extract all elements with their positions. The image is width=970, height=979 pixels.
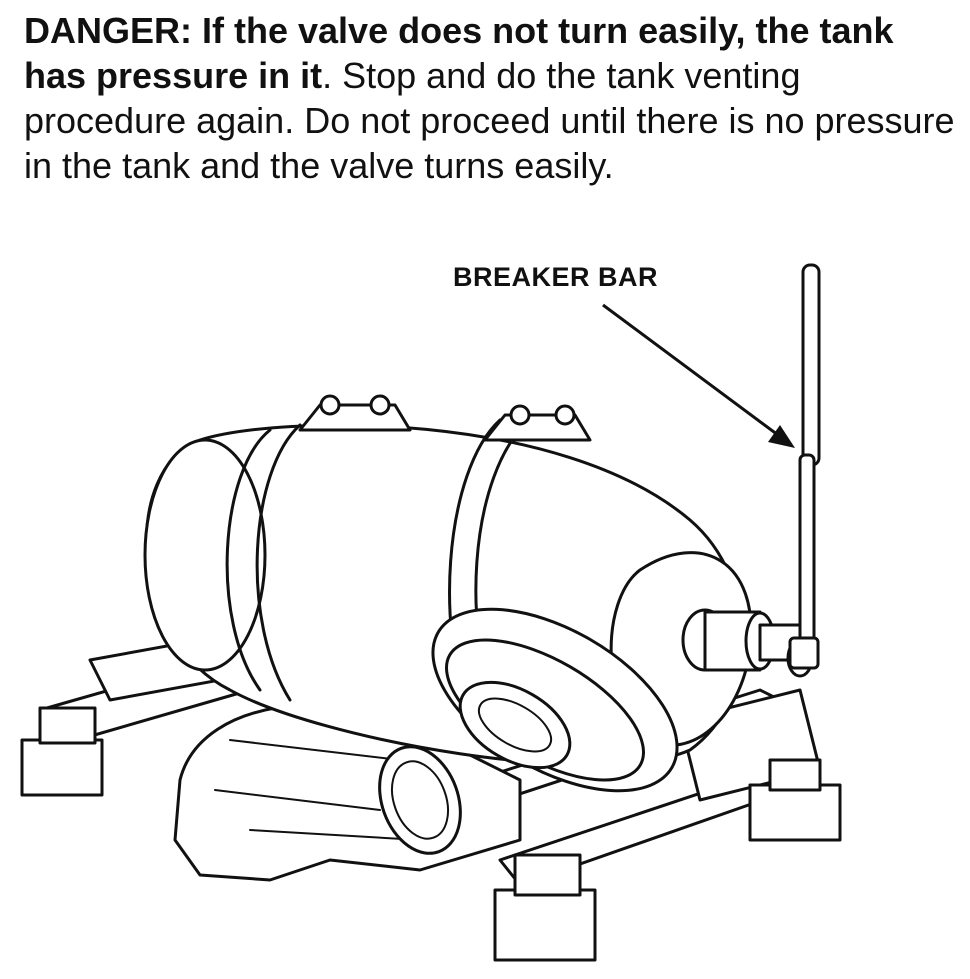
breaker-bar-leader-arrow [602, 303, 795, 448]
breaker-bar-label: BREAKER BAR [453, 262, 659, 292]
danger-bold-text: If the valve does not turn easily, the t… [24, 10, 894, 96]
mounting-feet [20, 706, 842, 962]
danger-body-text: . Stop and do the tank venting procedure… [24, 55, 955, 186]
tank-lid [431, 607, 679, 793]
tank-strap-clamps [298, 394, 592, 442]
breaker-bar [788, 263, 821, 670]
danger-label: DANGER: [24, 10, 192, 51]
danger-warning-text: DANGER: If the valve does not turn easil… [24, 8, 964, 188]
